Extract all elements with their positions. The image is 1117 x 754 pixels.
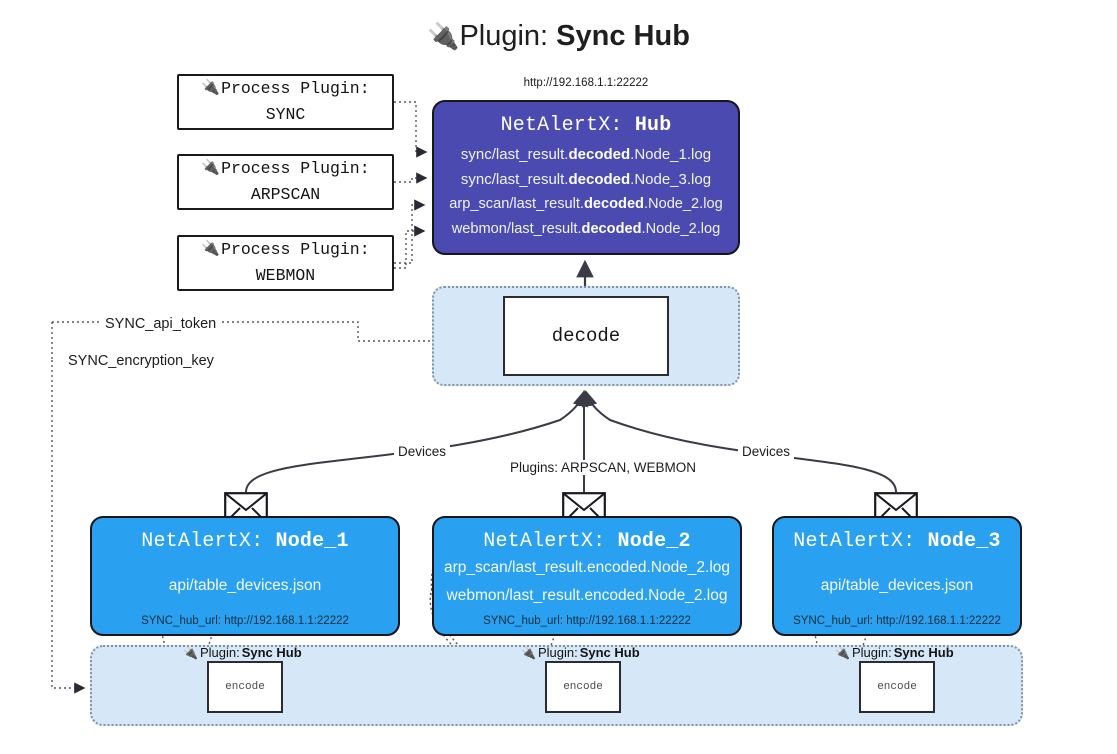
log-bold: decoded xyxy=(581,221,642,237)
process-plugin-caption-text: Process Plugin: xyxy=(221,159,370,178)
node-footer: SYNC_hub_url: http://192.168.1.1:22222 xyxy=(793,615,1001,627)
node-title-prefix: NetAlertX: xyxy=(483,530,618,553)
node-title-name: Node_1 xyxy=(275,530,349,553)
encoder-caption-prefix: Plugin: xyxy=(537,645,578,660)
edge-label-plugins: Plugins: ARPSCAN, WEBMON xyxy=(506,460,701,475)
log-bold: decoded xyxy=(583,196,644,212)
encoder-caption-name: Sync Hub xyxy=(893,645,954,660)
hub-log-line: arp_scan/last_result.decoded.Node_2.log xyxy=(449,192,722,217)
node-title-prefix: NetAlertX: xyxy=(141,530,276,553)
node-title: NetAlertX: Node_3 xyxy=(793,531,1000,552)
log-post: .Node_1.log xyxy=(630,146,712,163)
log-post: .Node_2.log xyxy=(643,196,723,212)
hub-log-line: sync/last_result.decoded.Node_1.log xyxy=(461,142,711,167)
encoder-caption-name: Sync Hub xyxy=(579,645,640,660)
process-plugin-sync[interactable]: 🔌 Process Plugin: SYNC xyxy=(177,74,394,130)
process-plugin-caption-text: Process Plugin: xyxy=(221,240,370,259)
process-plugin-name: ARPSCAN xyxy=(250,185,321,204)
node-title-name: Node_2 xyxy=(617,530,691,553)
label-sync-encryption-key: SYNC_encryption_key xyxy=(64,353,218,369)
node-line: arp_scan/last_result.encoded.Node_2.log xyxy=(443,559,731,576)
log-pre: sync/last_result. xyxy=(460,146,569,163)
plug-icon: 🔌 xyxy=(201,80,221,97)
encode-box-1[interactable]: encode xyxy=(207,661,283,713)
node-title-name: Node_3 xyxy=(927,530,1001,553)
encoder-caption-name: Sync Hub xyxy=(241,645,302,660)
hub-log-line: webmon/last_result.decoded.Node_2.log xyxy=(452,217,721,242)
plug-icon: 🔌 xyxy=(183,645,198,660)
hub-node[interactable]: NetAlertX: Hub sync/last_result.decoded.… xyxy=(432,100,740,255)
edge-label-devices-left: Devices xyxy=(394,444,451,459)
node-box-node-1[interactable]: NetAlertX: Node_1 api/table_devices.json… xyxy=(90,516,400,636)
node-title: NetAlertX: Node_2 xyxy=(483,531,690,552)
log-bold: decoded xyxy=(568,171,631,188)
label-sync-api-token: SYNC_api_token xyxy=(101,316,221,332)
node-box-node-3[interactable]: NetAlertX: Node_3 api/table_devices.json… xyxy=(772,516,1022,636)
node-box-node-2[interactable]: NetAlertX: Node_2 arp_scan/last_result.e… xyxy=(432,516,742,636)
page-title: 🔌Plugin: Sync Hub xyxy=(0,14,1117,58)
encode-box-2[interactable]: encode xyxy=(545,661,621,713)
process-plugin-arpscan[interactable]: 🔌 Process Plugin: ARPSCAN xyxy=(177,154,394,210)
process-plugin-caption-text: Process Plugin: xyxy=(221,79,370,98)
log-pre: sync/last_result. xyxy=(460,171,569,188)
encoder-caption-1: 🔌Plugin: Sync Hub xyxy=(183,645,302,660)
process-plugin-caption: 🔌 Process Plugin: xyxy=(201,237,369,263)
encoder-caption-prefix: Plugin: xyxy=(851,645,892,660)
plug-icon: 🔌 xyxy=(427,21,460,51)
plug-icon: 🔌 xyxy=(201,160,221,177)
node-line: api/table_devices.json xyxy=(820,577,974,594)
edge-label-devices-right: Devices xyxy=(738,444,795,459)
node-footer: SYNC_hub_url: http://192.168.1.1:22222 xyxy=(141,615,349,627)
encoder-caption-2: 🔌Plugin: Sync Hub xyxy=(521,645,640,660)
node-line: webmon/last_result.encoded.Node_2.log xyxy=(446,587,728,604)
plug-icon: 🔌 xyxy=(521,645,536,660)
plug-icon: 🔌 xyxy=(835,645,850,660)
hub-log-line: sync/last_result.decoded.Node_3.log xyxy=(461,167,711,192)
process-plugin-webmon[interactable]: 🔌 Process Plugin: WEBMON xyxy=(177,235,394,291)
hub-title-prefix: NetAlertX: xyxy=(500,114,635,137)
hub-title: NetAlertX: Hub xyxy=(501,110,672,142)
page-title-name: Sync Hub xyxy=(556,20,690,52)
log-post: .Node_2.log xyxy=(641,221,721,237)
log-pre: arp_scan/last_result. xyxy=(449,196,584,212)
decode-box[interactable]: decode xyxy=(503,296,669,376)
node-line: api/table_devices.json xyxy=(168,577,322,594)
node-title-prefix: NetAlertX: xyxy=(793,530,928,553)
log-bold: decoded xyxy=(568,146,631,163)
process-plugin-name: SYNC xyxy=(265,105,306,124)
encoder-caption-3: 🔌Plugin: Sync Hub xyxy=(835,645,954,660)
process-plugin-name: WEBMON xyxy=(255,266,316,285)
hub-title-name: Hub xyxy=(634,114,672,137)
log-post: .Node_3.log xyxy=(630,171,712,188)
log-pre: webmon/last_result. xyxy=(451,221,582,237)
process-plugin-caption: 🔌 Process Plugin: xyxy=(201,156,369,182)
page-title-prefix: Plugin: xyxy=(459,20,557,52)
plug-icon: 🔌 xyxy=(201,241,221,258)
encode-box-3[interactable]: encode xyxy=(859,661,935,713)
node-footer: SYNC_hub_url: http://192.168.1.1:22222 xyxy=(483,615,691,627)
hub-url: http://192.168.1.1:22222 xyxy=(523,77,649,89)
process-plugin-caption: 🔌 Process Plugin: xyxy=(201,76,369,102)
encoder-caption-prefix: Plugin: xyxy=(199,645,240,660)
node-title: NetAlertX: Node_1 xyxy=(141,531,348,552)
